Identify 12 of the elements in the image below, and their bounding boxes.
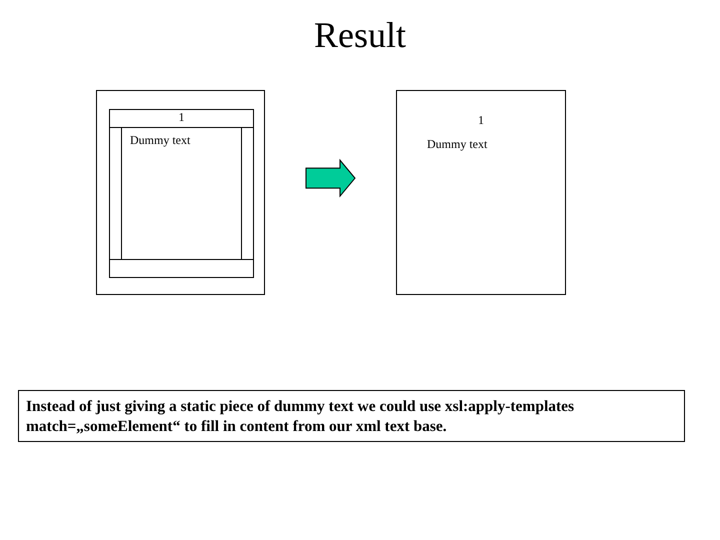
block-arrow	[306, 158, 356, 198]
page-frame	[396, 90, 566, 295]
body-text: Dummy text	[130, 133, 190, 147]
header-band	[109, 109, 254, 128]
page-number: 1	[178, 110, 186, 124]
note-box	[18, 390, 685, 442]
page-frame	[96, 90, 265, 295]
layout-band	[109, 259, 254, 278]
page-number: 1	[477, 113, 485, 127]
title: Result	[312, 14, 407, 56]
note-text: Instead of just giving a static piece of dummy text we could use xsl:apply-templates match=„someElement“ to fill in content from our xml text base.	[26, 397, 576, 437]
body-text: Dummy text	[427, 137, 488, 151]
